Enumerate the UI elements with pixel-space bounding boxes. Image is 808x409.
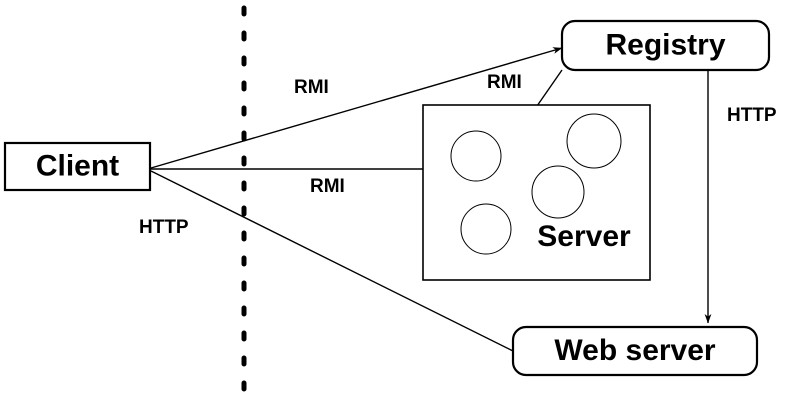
edge-client-to-web-server bbox=[150, 170, 514, 352]
registry-box[interactable] bbox=[560, 19, 771, 72]
edge-registry-to-server bbox=[536, 69, 563, 107]
client-label: Client bbox=[36, 149, 119, 182]
server-object-circle bbox=[460, 203, 512, 255]
client-box[interactable] bbox=[3, 141, 152, 192]
edge-group bbox=[150, 47, 712, 352]
server-object-circle bbox=[531, 165, 585, 219]
edge-client-to-registry bbox=[150, 47, 563, 169]
node-client[interactable]: Client bbox=[3, 141, 152, 192]
server-object-circle bbox=[566, 113, 622, 169]
node-registry[interactable]: Registry bbox=[560, 19, 771, 72]
server-label: Server bbox=[537, 220, 631, 253]
edge-label-rmi-client-registry: RMI bbox=[294, 77, 329, 98]
registry-label: Registry bbox=[605, 28, 725, 61]
edge-label-http-registry-web-server: HTTP bbox=[727, 105, 777, 126]
edge-label-group: RMI RMI HTTP RMI HTTP bbox=[139, 72, 777, 238]
server-object-circle bbox=[450, 130, 502, 182]
node-server[interactable]: Server bbox=[422, 104, 651, 281]
edge-label-rmi-client-server: RMI bbox=[310, 176, 345, 197]
edge-label-http-client-web-server: HTTP bbox=[139, 217, 189, 238]
node-web-server[interactable]: Web server bbox=[511, 325, 759, 377]
web-server-box[interactable] bbox=[511, 325, 759, 377]
edge-label-rmi-registry-server: RMI bbox=[487, 72, 522, 93]
web-server-label: Web server bbox=[554, 334, 716, 367]
